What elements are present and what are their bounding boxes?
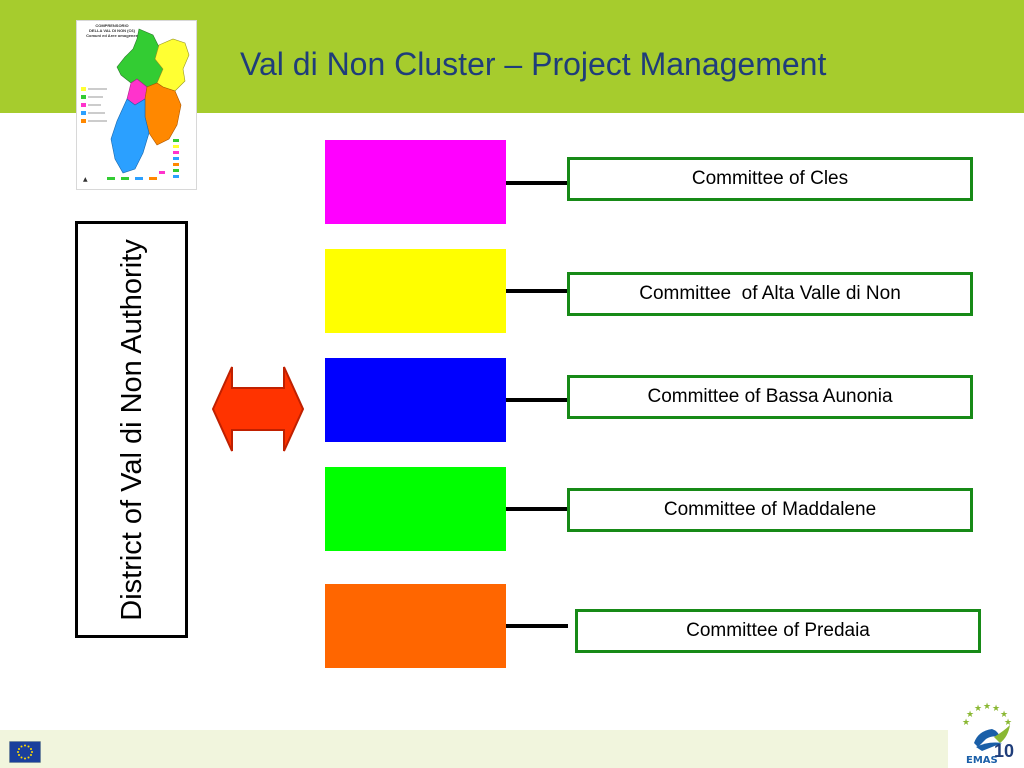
predaia-color-swatch — [325, 584, 506, 668]
committee-maddalene-box: Committee of Maddalene — [567, 488, 973, 532]
svg-text:▲: ▲ — [83, 176, 88, 183]
double-headed-arrow-icon — [212, 366, 304, 452]
maddalene-color-swatch — [325, 467, 506, 551]
committee-predaia-label: Committee of Predaia — [686, 620, 870, 641]
predaia-connector — [506, 624, 568, 628]
authority-label: District of Val di Non Authority — [115, 238, 148, 621]
alta-valle-connector — [506, 289, 568, 293]
svg-text:★: ★ — [966, 710, 974, 720]
committee-alta-valle-label: Committee of Alta Valle di Non — [639, 283, 901, 304]
committee-cles-label: Committee of Cles — [691, 168, 849, 189]
slide-title: Val di Non Cluster – Project Management — [240, 46, 827, 82]
page-number: 10 — [994, 741, 1015, 761]
footer-band — [0, 730, 1024, 768]
svg-text:★: ★ — [983, 702, 991, 712]
val-di-non-map: ▲ COMPRENSORIO DELLA VAL DI NON (C6) Com… — [76, 20, 197, 190]
cles-connector — [506, 181, 568, 185]
committee-alta-valle-box: Committee of Alta Valle di Non — [567, 272, 973, 316]
eu-flag-icon — [9, 741, 41, 763]
alta-valle-color-swatch — [325, 249, 506, 333]
committee-maddalene-label: Committee of Maddalene — [663, 499, 877, 520]
svg-text:★: ★ — [1004, 718, 1012, 728]
svg-text:EMAS: EMAS — [966, 755, 998, 766]
emas-logo-icon: ★★★ ★★★ ★ EMAS — [948, 697, 1024, 768]
svg-text:★: ★ — [992, 704, 1000, 714]
svg-text:★: ★ — [962, 718, 970, 728]
maddalene-connector — [506, 507, 568, 511]
bassa-aunonia-color-swatch — [325, 358, 506, 442]
map-image: ▲ — [81, 28, 190, 183]
svg-text:★: ★ — [974, 704, 982, 714]
map-heading: COMPRENSORIO DELLA VAL DI NON (C6) Comun… — [86, 23, 138, 38]
committee-cles-box: Committee of Cles — [567, 157, 973, 201]
bassa-aunonia-connector — [506, 398, 568, 402]
committee-bassa-aunonia-box: Committee of Bassa Aunonia — [567, 375, 973, 419]
svg-text:★: ★ — [1000, 710, 1008, 720]
committee-bassa-aunonia-label: Committee of Bassa Aunonia — [647, 386, 893, 407]
authority-box: District of Val di Non Authority — [75, 221, 188, 638]
committee-predaia-box: Committee of Predaia — [575, 609, 981, 653]
cles-color-swatch — [325, 140, 506, 224]
